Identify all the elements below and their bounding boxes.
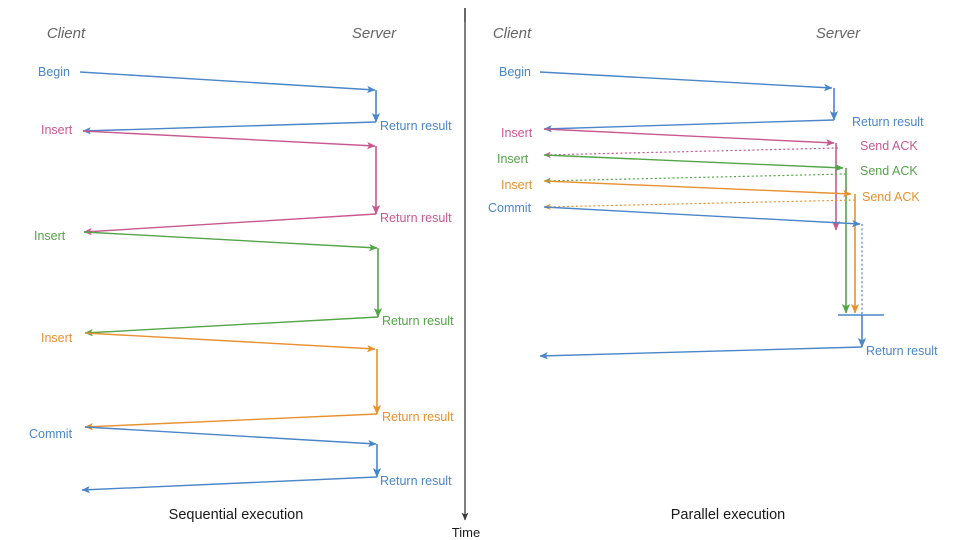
sequential-insert1-request xyxy=(82,130,376,150)
sequential-insert2-request xyxy=(83,231,378,252)
sequential-client-message-label-0: Begin xyxy=(38,65,70,79)
sequential-client-message-label-2: Insert xyxy=(34,229,66,243)
sequential-client-message-label-1: Insert xyxy=(41,123,73,137)
parallel-client-message-label-1: Insert xyxy=(501,126,533,140)
parallel-insert3-request xyxy=(543,180,852,198)
parallel-server-message-label-1: Send ACK xyxy=(860,139,918,153)
parallel-client-message-label-0: Begin xyxy=(499,65,531,79)
sequential-insert3-response xyxy=(84,413,378,431)
message-flow-layer xyxy=(79,71,884,494)
parallel-insert2-request xyxy=(543,154,844,172)
parallel-caption: Parallel execution xyxy=(671,507,785,523)
parallel-begin-request xyxy=(539,71,833,92)
parallel-client-message-label-2: Insert xyxy=(497,152,529,166)
parallel-commit-response xyxy=(539,346,863,360)
sequential-server-message-label-1: Return result xyxy=(380,211,452,225)
parallel-insert1-ack xyxy=(543,147,839,158)
parallel-insert3-ack xyxy=(543,199,856,210)
sequential-server-message-label-3: Return result xyxy=(382,410,454,424)
sequential-caption: Sequential execution xyxy=(169,507,304,523)
parallel-commit-request xyxy=(543,206,861,228)
sequential-insert1-response xyxy=(83,213,377,236)
sequential-server-message-label-0: Return result xyxy=(380,119,452,133)
sequential-commit-request xyxy=(84,426,377,448)
parallel-server-message-label-2: Send ACK xyxy=(860,164,918,178)
sequential-insert3-request xyxy=(84,332,376,353)
parallel-server-message-label-0: Return result xyxy=(852,115,924,129)
sequential-client-message-label-4: Commit xyxy=(29,427,73,441)
parallel-server-message-label-4: Return result xyxy=(866,344,938,358)
sequential-client-message-label-3: Insert xyxy=(41,331,73,345)
parallel-insert1-request xyxy=(543,128,835,147)
sequential-lane-header-client: Client xyxy=(47,25,86,42)
sequential-server-message-label-4: Return result xyxy=(380,474,452,488)
parallel-server-message-label-3: Send ACK xyxy=(862,190,920,204)
parallel-client-message-label-3: Insert xyxy=(501,178,533,192)
time-axis-label: Time xyxy=(452,525,480,540)
sequential-begin-request xyxy=(79,71,376,94)
parallel-lane-header-client: Client xyxy=(493,25,532,42)
sequential-commit-response xyxy=(81,476,378,494)
sequential-insert2-response xyxy=(84,316,379,337)
parallel-insert2-ack xyxy=(543,173,847,184)
parallel-lane-header-server: Server xyxy=(816,25,861,42)
parallel-client-message-label-4: Commit xyxy=(488,201,532,215)
sequential-server-message-label-2: Return result xyxy=(382,314,454,328)
sequential-lane-header-server: Server xyxy=(352,25,397,42)
parallel-begin-response xyxy=(543,119,835,133)
sequential-begin-response xyxy=(82,121,377,135)
